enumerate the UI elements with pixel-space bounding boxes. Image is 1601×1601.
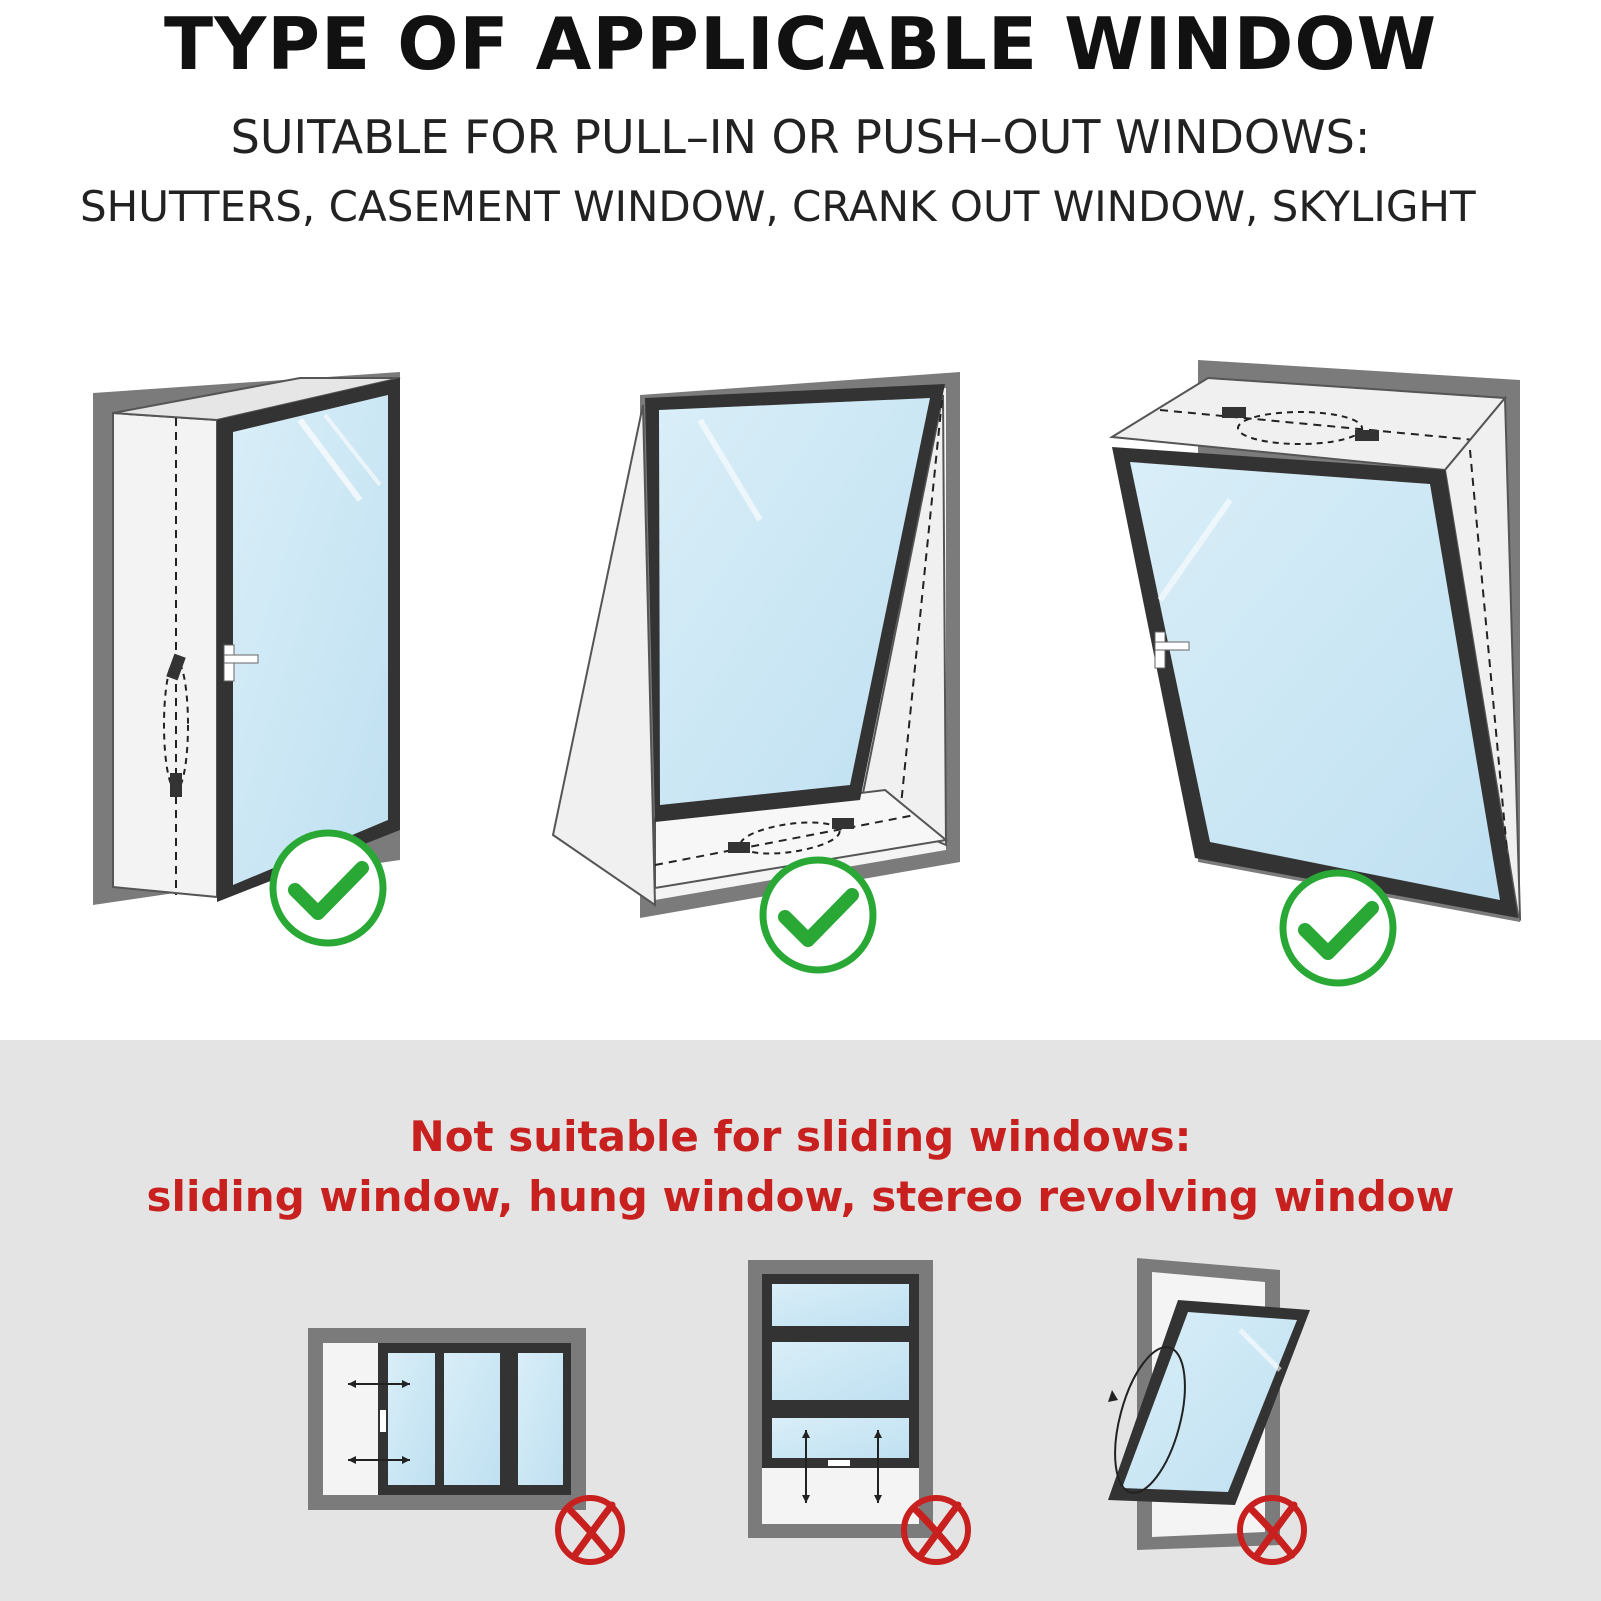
crank-out-window-icon — [551, 372, 960, 918]
check-icon — [759, 856, 877, 974]
page-title: TYPE OF APPLICABLE WINDOW — [163, 2, 1438, 86]
cross-icon — [1237, 1495, 1307, 1565]
hung-window-icon — [748, 1260, 933, 1538]
subtitle-suitable: SUITABLE FOR PULL–IN OR PUSH–OUT WINDOWS… — [230, 110, 1371, 164]
cross-icon — [555, 1495, 625, 1565]
cross-icon — [901, 1495, 971, 1565]
skylight-window-icon — [1108, 360, 1522, 922]
casement-window-icon — [93, 372, 401, 905]
check-icon — [1279, 869, 1397, 987]
not-suitable-list: sliding window, hung window, stereo revo… — [146, 1172, 1455, 1221]
revolving-window-icon — [1108, 1258, 1310, 1550]
not-suitable-heading: Not suitable for sliding windows: — [409, 1112, 1192, 1161]
check-icon — [269, 829, 387, 947]
sliding-window-icon — [308, 1328, 586, 1510]
subtitle-window-types: SHUTTERS, CASEMENT WINDOW, CRANK OUT WIN… — [80, 182, 1476, 231]
